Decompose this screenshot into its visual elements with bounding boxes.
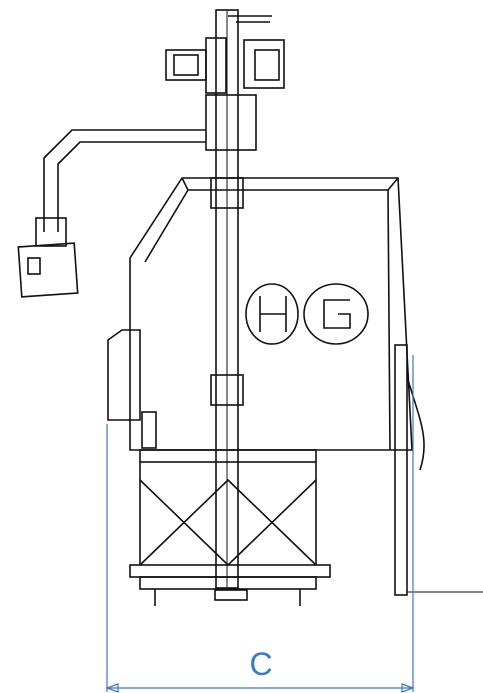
articulated-arm <box>17 129 206 298</box>
right-rail <box>394 344 483 596</box>
dimension-c <box>105 355 415 693</box>
left-side-panel <box>107 329 157 449</box>
dimension-label: C <box>249 646 273 682</box>
main-enclosure <box>129 177 413 451</box>
base-frame <box>129 449 331 606</box>
hg-logo <box>245 283 369 345</box>
top-motor-assembly <box>165 15 285 151</box>
vertical-mast <box>210 9 244 589</box>
